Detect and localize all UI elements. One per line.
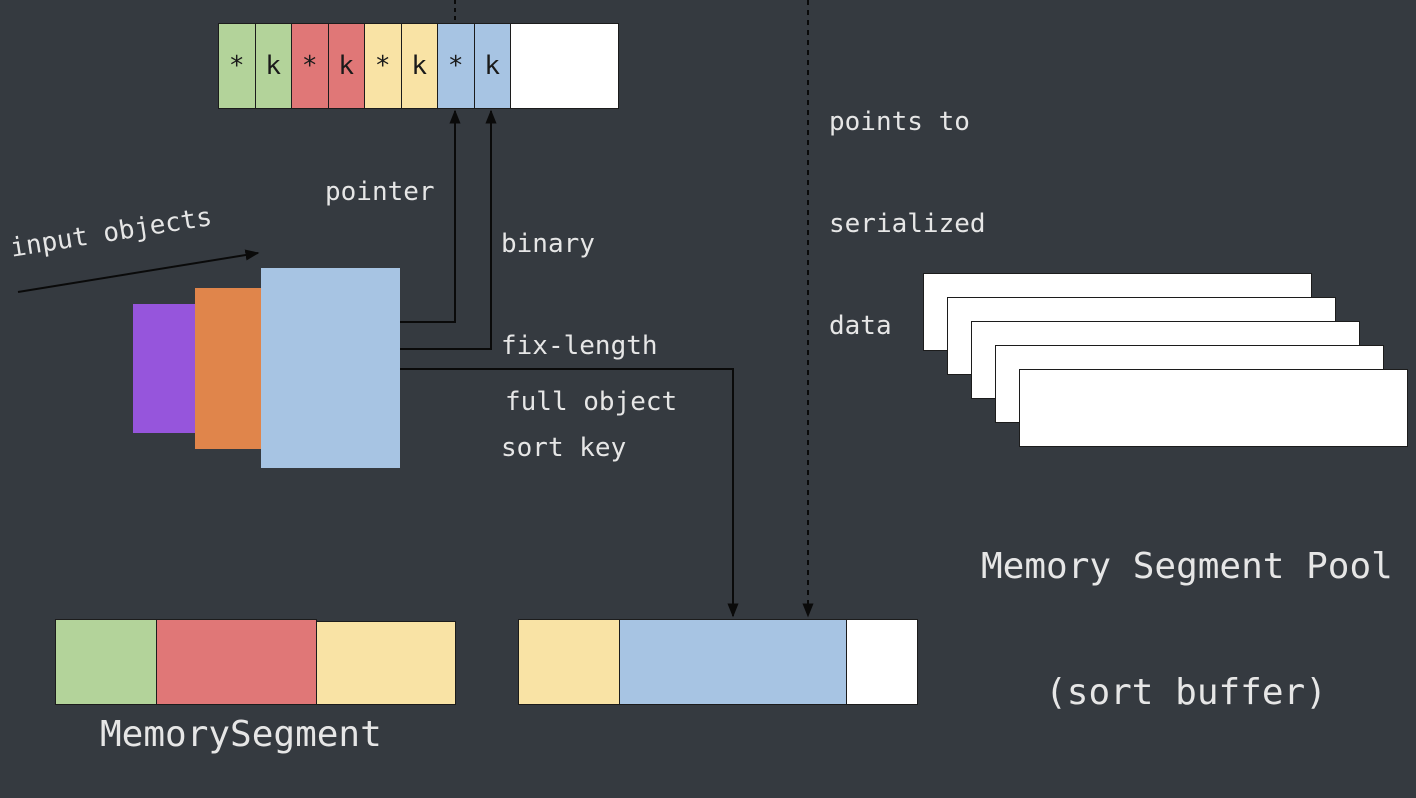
points-to-label: points to serialized data — [829, 37, 986, 411]
memory-segment-yellow — [316, 621, 456, 705]
memory-segment-label: MemorySegment — [100, 714, 382, 755]
full-object-label: full object — [505, 387, 678, 417]
input-objects-arrow — [17, 249, 260, 293]
memory-segment-green — [55, 619, 157, 705]
sort-index-cell: * — [218, 23, 256, 109]
sort-index-cell: * — [291, 23, 329, 109]
pointer-arrow — [400, 109, 461, 323]
pool-title-line-1: Memory Segment Pool — [981, 546, 1393, 587]
pool-title-line-2: (sort buffer) — [1045, 672, 1327, 713]
points-to-line-1: points to — [829, 107, 970, 137]
sort-index-cell: k — [254, 23, 292, 109]
pool-segment — [1019, 369, 1408, 447]
sort-index-cell: k — [473, 23, 511, 109]
pool-title: Memory Segment Pool (sort buffer) — [981, 462, 1393, 798]
sort-key-label: binary fix-length sort key — [501, 159, 658, 533]
input-object-blue — [261, 268, 400, 468]
input-object-purple — [133, 304, 197, 433]
input-object-orange — [195, 288, 263, 449]
sort-index-cell: k — [400, 23, 438, 109]
sort-key-line-3: sort key — [501, 433, 627, 463]
connector-lines — [17, 0, 814, 618]
sort-key-arrow — [400, 109, 497, 350]
serialized-blue — [619, 619, 847, 705]
pointer-label: pointer — [325, 177, 435, 207]
serialized-free-space — [846, 619, 918, 705]
points-to-line-2: serialized — [829, 209, 986, 239]
sort-index-cell: * — [364, 23, 402, 109]
memory-segment-red — [156, 619, 317, 705]
full-object-arrow — [400, 368, 739, 618]
diagram-canvas: *k*k*k*k pointer binary fix-length sort … — [8, 0, 1408, 755]
sort-key-line-2: fix-length — [501, 331, 658, 361]
sort-index-cell: * — [437, 23, 475, 109]
points-to-line-3: data — [829, 311, 892, 341]
serialized-yellow — [518, 619, 620, 705]
sort-key-line-1: binary — [501, 229, 595, 259]
sort-index-cell: k — [327, 23, 365, 109]
sort-index-free-space — [510, 23, 619, 109]
